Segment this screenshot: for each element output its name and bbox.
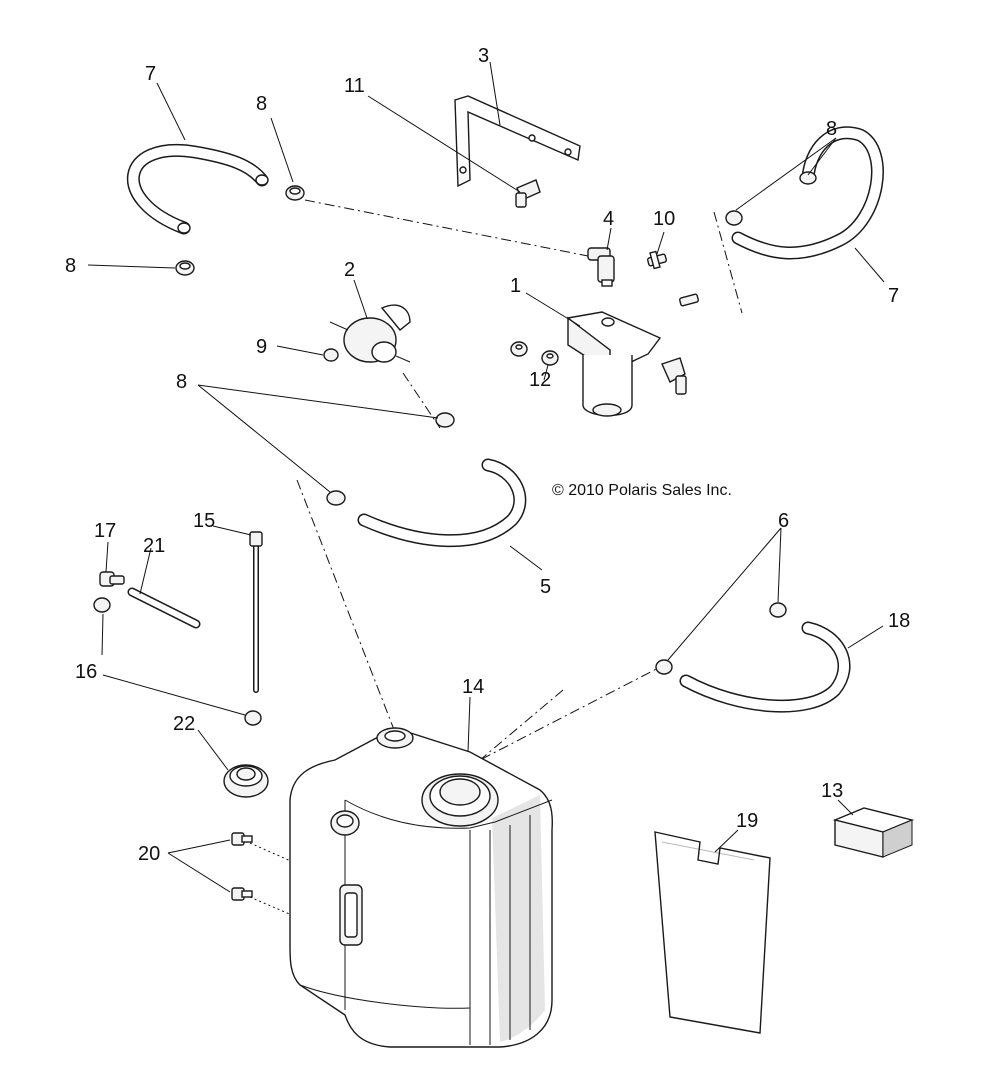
clamp-8-top-left (285, 185, 305, 201)
callout-5: 5 (540, 576, 551, 598)
callout-19: 19 (736, 810, 758, 832)
callout-10: 10 (653, 208, 675, 230)
clamp-6-b (769, 602, 787, 618)
callout-7-left: 7 (145, 63, 156, 85)
callout-9: 9 (256, 336, 267, 358)
bolt-20-b (231, 887, 253, 901)
nut-12a (510, 341, 528, 357)
clamp-8-left (175, 260, 195, 276)
grommet-16-bottom (244, 710, 262, 726)
leader-lines (87, 61, 885, 893)
callout-21: 21 (143, 535, 165, 557)
hose-18 (679, 621, 851, 713)
grommet-16-top (93, 597, 111, 613)
copyright-notice: © 2010 Polaris Sales Inc. (552, 482, 732, 499)
callout-8-top-left: 8 (256, 93, 267, 115)
bolt-11 (515, 179, 541, 208)
nut-12b (541, 350, 559, 366)
nut-9 (323, 348, 339, 362)
bolt-20-a (231, 832, 253, 846)
bolt-10 (647, 250, 667, 270)
callout-20: 20 (138, 843, 160, 865)
callout-17: 17 (94, 520, 116, 542)
callout-labels: 7 8 3 11 8 4 10 8 7 2 1 9 12 8 © 2010 Po… (65, 45, 910, 865)
callout-8-lower: 8 (176, 371, 187, 393)
callout-16: 16 (75, 661, 97, 683)
callout-4: 4 (603, 208, 614, 230)
hose-5 (357, 458, 527, 548)
callout-8-right: 8 (826, 118, 837, 140)
callout-1: 1 (510, 275, 521, 297)
callout-13: 13 (821, 780, 843, 802)
bolt-10b (679, 293, 699, 307)
callout-11: 11 (344, 75, 365, 97)
bracket-3 (454, 95, 581, 188)
callout-3: 3 (478, 45, 489, 67)
fuel-pump-2 (329, 304, 411, 363)
hose-7-left (126, 144, 269, 235)
tube-15 (249, 531, 263, 693)
callout-18: 18 (888, 610, 910, 632)
elbow-fitting-4 (587, 247, 615, 287)
callout-2: 2 (344, 259, 355, 281)
item-19-card (654, 831, 771, 1034)
item-13-block (832, 807, 915, 858)
clamp-8-lower-a (435, 412, 455, 428)
clamp-8-lower-b (326, 490, 346, 506)
callout-15: 15 (193, 510, 215, 532)
fuel-filter-1 (566, 311, 687, 417)
callout-8-left: 8 (65, 255, 76, 277)
clamp-6-a (655, 659, 673, 675)
callout-7-right: 7 (888, 285, 899, 307)
callout-6: 6 (778, 510, 789, 532)
fuel-cap-22 (223, 764, 269, 798)
callout-22: 22 (173, 713, 195, 735)
clamp-8-right-a (725, 210, 743, 226)
hose-7-right (731, 126, 884, 260)
callout-12: 12 (529, 369, 551, 391)
fuel-tank-14 (289, 727, 553, 1048)
elbow-17 (99, 571, 125, 587)
callout-14: 14 (462, 676, 484, 698)
clamp-8-right-b (799, 171, 817, 185)
tube-21 (127, 587, 201, 629)
